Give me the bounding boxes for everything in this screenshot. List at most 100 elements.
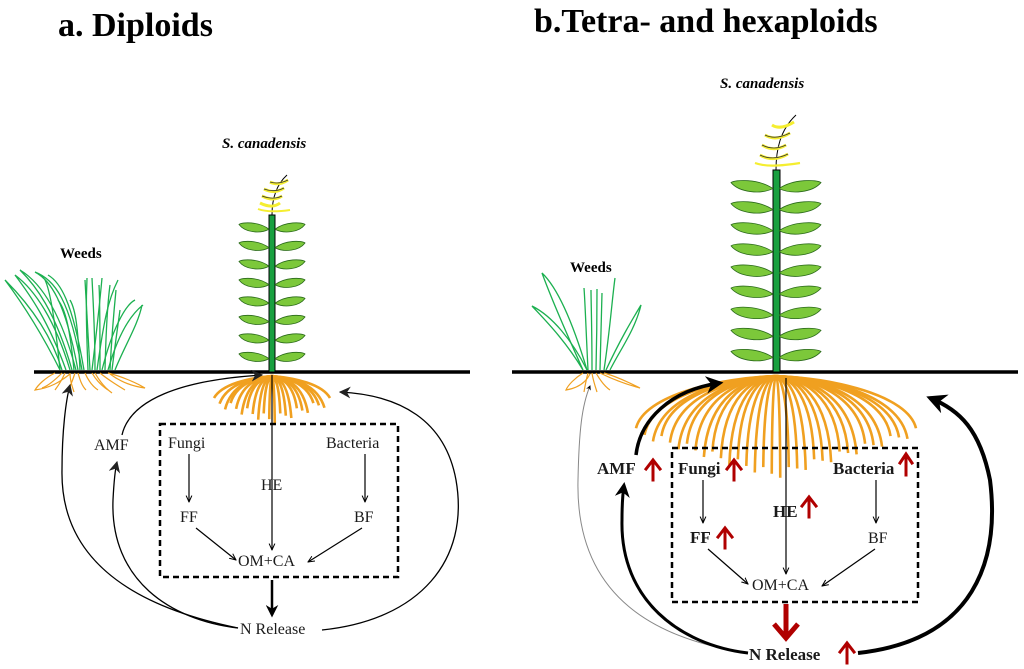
root-strand — [774, 375, 782, 478]
panel-a-fern-leaves — [238, 222, 306, 362]
panel-b-weeds-label: Weeds — [570, 260, 612, 276]
root-strand — [770, 375, 778, 474]
fern-leaflet — [778, 348, 822, 362]
increase-arrow-icon — [837, 640, 857, 665]
panel-a-weed-plant — [4, 269, 144, 371]
panel-b-fern-roots — [634, 374, 918, 478]
increase-arrow-icon — [643, 457, 663, 482]
fern-leaflet — [778, 285, 822, 298]
fern-leaflet — [730, 306, 774, 319]
panel-b-node-bf: BF — [868, 530, 888, 547]
fern-leaflet — [274, 240, 306, 251]
panel-b-node-amf: AMF — [597, 459, 636, 478]
root-strand — [271, 374, 332, 399]
fern-leaflet — [274, 259, 306, 270]
increase-arrow-icon — [715, 525, 735, 550]
fern-leaflet — [274, 333, 306, 344]
fern-leaflet — [730, 243, 774, 256]
panel-b-microbe-box — [670, 446, 920, 604]
panel-b-weed-roots — [565, 372, 641, 393]
panel-b-plant-label: S. canadensis — [720, 76, 804, 92]
panel-b-increase-arrows — [643, 451, 915, 665]
panel-a-weeds-label: Weeds — [60, 246, 102, 262]
panel-b-node-ff: FF — [690, 528, 711, 547]
panel-a-node-ff: FF — [180, 509, 198, 526]
panel-b-title: b.Tetra- and hexaploids — [534, 3, 878, 40]
panel-a-node-n-release: N Release — [240, 621, 305, 638]
arrow-bf-to-om-ca — [822, 548, 876, 586]
fern-leaflet — [730, 201, 774, 214]
arrow-bf-to-om-ca — [308, 527, 363, 562]
fern-leaflet — [778, 201, 822, 214]
panel-a-node-bf: BF — [354, 509, 374, 526]
fern-leaflet — [238, 277, 270, 288]
fern-leaflet — [274, 222, 306, 233]
panel-b: b.Tetra- and hexaploids S. canadensis We… — [512, 3, 1018, 665]
fern-leaflet — [730, 327, 774, 341]
arc-amf-to-plant — [634, 376, 724, 456]
panel-b-fern-plant — [730, 114, 822, 373]
fern-leaflet — [238, 259, 270, 270]
fern-leaflet — [778, 180, 822, 193]
panel-a-microbe-box — [158, 422, 400, 579]
fern-leaflet — [238, 314, 270, 325]
panel-a-fern-roots — [212, 374, 332, 424]
fern-leaflet — [778, 264, 822, 277]
arc-n-release-to-weeds — [61, 383, 239, 629]
fern-leaflet — [274, 277, 306, 288]
increase-arrow-icon — [724, 457, 744, 482]
panel-a-node-amf: AMF — [94, 437, 129, 454]
root-strand — [775, 374, 918, 429]
fern-leaflet — [238, 296, 270, 307]
fern-leaflet — [238, 351, 270, 362]
panel-b-weed-plant — [531, 272, 642, 371]
panel-a-fern-plant — [238, 174, 306, 373]
fern-leaflet — [778, 306, 822, 319]
fern-leaflet — [730, 180, 774, 193]
panel-b-fern-leaves — [730, 180, 822, 362]
panel-a-node-om-ca: OM+CA — [238, 553, 295, 570]
fern-leaflet — [778, 327, 822, 341]
panel-a-plant-label: S. canadensis — [222, 136, 306, 152]
panel-b-flower-head — [754, 114, 801, 171]
panel-a-node-fungi: Fungi — [168, 435, 206, 452]
panel-b-node-fungi: Fungi — [678, 459, 721, 478]
arc-n-release-to-weeds — [577, 385, 749, 654]
panel-a-node-bacteria: Bacteria — [326, 435, 379, 452]
fern-leaflet — [778, 222, 822, 235]
arc-n-release-to-amf — [614, 482, 749, 655]
panel-a-flower-head — [257, 174, 291, 216]
arc-n-release-to-amf — [108, 460, 239, 629]
fern-leaflet — [778, 243, 822, 256]
arrow-ff-to-om-ca — [195, 527, 236, 560]
panel-b-red-flow-arrow — [772, 604, 800, 642]
fern-leaflet — [274, 314, 306, 325]
panel-a-weed-roots — [33, 372, 146, 394]
fern-leaflet — [238, 333, 270, 344]
arc-amf-to-plant — [121, 369, 264, 436]
panel-a-fern-stem — [268, 214, 276, 373]
fern-leaflet — [238, 222, 270, 233]
panel-a-flow-arrows — [189, 375, 365, 618]
panel-a: a. Diploids S. canadensis Weeds — [4, 7, 470, 638]
panel-b-node-om-ca: OM+CA — [752, 577, 809, 594]
panel-b-flow-arrows — [703, 378, 876, 586]
fern-leaflet — [730, 264, 774, 277]
panel-b-node-he: HE — [773, 502, 798, 521]
fern-leaflet — [730, 348, 774, 362]
arc-n-release-to-plant — [857, 394, 994, 655]
increase-arrow-icon — [799, 494, 819, 519]
panel-b-node-bacteria: Bacteria — [833, 459, 895, 478]
fern-leaflet — [730, 285, 774, 298]
fern-leaflet — [274, 296, 306, 307]
panel-b-cycle-arcs — [577, 376, 994, 655]
panel-b-node-n-release: N Release — [749, 645, 821, 664]
fern-leaflet — [730, 222, 774, 235]
panel-a-cycle-arcs — [61, 369, 459, 631]
panel-b-fern-stem — [772, 169, 781, 373]
fern-leaflet — [238, 240, 270, 251]
arrow-ff-to-om-ca — [707, 548, 748, 584]
panel-a-title: a. Diploids — [58, 7, 213, 44]
fern-leaflet — [274, 351, 306, 362]
